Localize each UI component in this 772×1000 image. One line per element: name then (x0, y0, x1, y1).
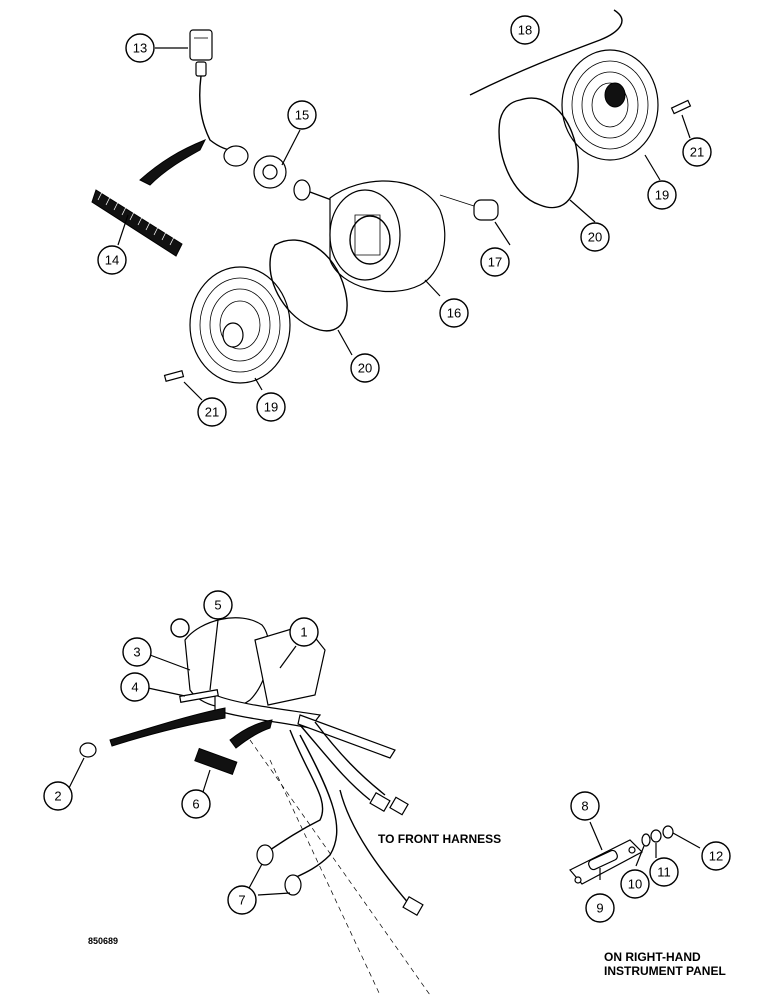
callout-4: 4 (120, 672, 150, 702)
callout-7: 7 (227, 885, 257, 915)
callout-12: 12 (701, 841, 731, 871)
gasket-left-part (269, 239, 348, 332)
leader-lines (67, 47, 701, 896)
screw-part (79, 742, 97, 758)
right-hand-panel-note: ON RIGHT-HAND INSTRUMENT PANEL (604, 950, 726, 978)
callout-20-right: 20 (580, 222, 610, 252)
callout-20-right-label: 20 (588, 230, 602, 245)
fender-outline (469, 9, 623, 96)
mount-guide-lines (249, 739, 431, 996)
callout-7-label: 7 (238, 893, 245, 908)
callout-19-left-label: 19 (264, 400, 278, 415)
sleeve-part (91, 139, 207, 257)
callout-21-left-label: 21 (205, 405, 219, 420)
callout-8: 8 (570, 791, 600, 821)
switch-assembly-part (109, 617, 396, 759)
callout-15-label: 15 (295, 108, 309, 123)
drawing-code: 850689 (88, 936, 119, 946)
callout-14: 14 (97, 245, 127, 275)
screw-left-part (163, 370, 185, 382)
connector-part (189, 29, 233, 151)
callout-11-label: 11 (657, 865, 671, 880)
callout-10: 10 (620, 869, 650, 899)
callout-1-label: 1 (300, 625, 307, 640)
callout-3-label: 3 (133, 645, 140, 660)
nut-lockwasher-part (223, 145, 346, 206)
bolt-part (179, 689, 219, 703)
wiring-part (269, 721, 424, 917)
callout-15: 15 (287, 100, 317, 130)
callout-3: 3 (122, 637, 152, 667)
callout-18-label: 18 (518, 23, 532, 38)
callout-2: 2 (43, 781, 73, 811)
callout-20-left-label: 20 (358, 361, 372, 376)
bulb-part (439, 194, 499, 221)
callout-5: 5 (203, 590, 233, 620)
callout-13: 13 (125, 33, 155, 63)
callout-21-right-label: 21 (690, 145, 704, 160)
wire-clip-part (256, 844, 302, 896)
callout-16: 16 (439, 298, 469, 328)
callout-19-left: 19 (256, 392, 286, 422)
callout-8-label: 8 (581, 799, 588, 814)
callout-21-right: 21 (682, 137, 712, 167)
callout-19-right-label: 19 (655, 188, 669, 203)
callout-4-label: 4 (131, 680, 138, 695)
lamp-housing-part (329, 180, 446, 293)
lens-right-part (561, 49, 659, 161)
callout-6: 6 (181, 789, 211, 819)
callout-9-label: 9 (596, 901, 603, 916)
callout-20-left: 20 (350, 353, 380, 383)
callout-19-right: 19 (647, 180, 677, 210)
callout-14-label: 14 (105, 253, 119, 268)
callout-6-label: 6 (192, 797, 199, 812)
callout-5-label: 5 (214, 598, 221, 613)
callout-9: 9 (585, 893, 615, 923)
callout-16-label: 16 (447, 306, 461, 321)
callout-13-label: 13 (133, 41, 147, 56)
sleeve-small-part (194, 719, 273, 776)
callout-11: 11 (649, 857, 679, 887)
panel-bracket-part (569, 825, 674, 885)
front-harness-note: TO FRONT HARNESS (378, 832, 502, 846)
callout-2-label: 2 (54, 789, 61, 804)
callout-10-label: 10 (628, 877, 642, 892)
screw-right-part (670, 99, 692, 115)
callout-17: 17 (480, 247, 510, 277)
lens-left-part (189, 266, 291, 384)
callout-12-label: 12 (709, 849, 723, 864)
callout-21-left: 21 (197, 397, 227, 427)
callout-18: 18 (510, 15, 540, 45)
callout-1: 1 (289, 617, 319, 647)
gasket-right-part (498, 97, 579, 209)
callout-17-label: 17 (488, 255, 502, 270)
